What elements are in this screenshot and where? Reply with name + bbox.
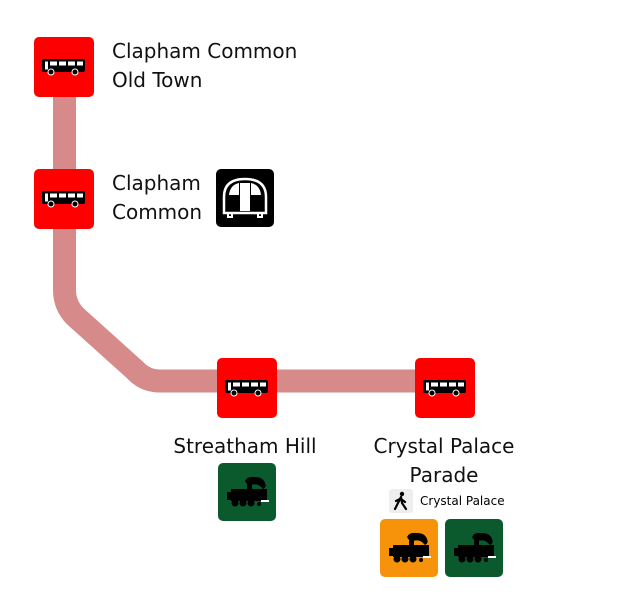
steam-train-icon <box>227 476 269 507</box>
steam-train-icon <box>454 532 496 563</box>
stop-name-line2: Old Town <box>112 68 203 92</box>
stop-label: Streatham Hill <box>147 432 343 461</box>
bus-icon <box>41 190 86 208</box>
stop-label: Clapham Common Old Town <box>112 37 297 95</box>
stop-clapham-common-old-town[interactable] <box>34 37 94 97</box>
stop-crystal-palace-parade[interactable] <box>415 358 475 418</box>
tube-train-icon <box>222 177 268 218</box>
bus-icon <box>422 379 467 397</box>
bus-icon <box>41 58 86 76</box>
walk-connection[interactable] <box>389 489 413 513</box>
bus-icon <box>224 379 269 397</box>
stop-name-line1: Streatham Hill <box>173 434 317 458</box>
stop-clapham-common[interactable] <box>34 169 94 229</box>
overground-connection[interactable] <box>380 519 438 577</box>
stop-name-line2: Common <box>112 200 203 224</box>
rail-connection[interactable] <box>445 519 503 577</box>
stop-name-line1: Crystal Palace <box>373 434 515 458</box>
stop-name-line1: Clapham Common <box>112 39 298 63</box>
rail-connection[interactable] <box>218 463 276 521</box>
steam-train-icon <box>389 532 431 563</box>
stop-streatham-hill[interactable] <box>217 358 277 418</box>
underground-connection[interactable] <box>216 169 274 227</box>
stop-name-line1: Clapham <box>112 171 201 195</box>
stop-label: Crystal Palace Parade <box>344 432 544 490</box>
stop-name-line2: Parade <box>409 463 479 487</box>
walking-person-icon <box>393 491 408 511</box>
stop-label: Clapham Common <box>112 169 202 227</box>
walk-destination-label: Crystal Palace <box>420 494 505 508</box>
